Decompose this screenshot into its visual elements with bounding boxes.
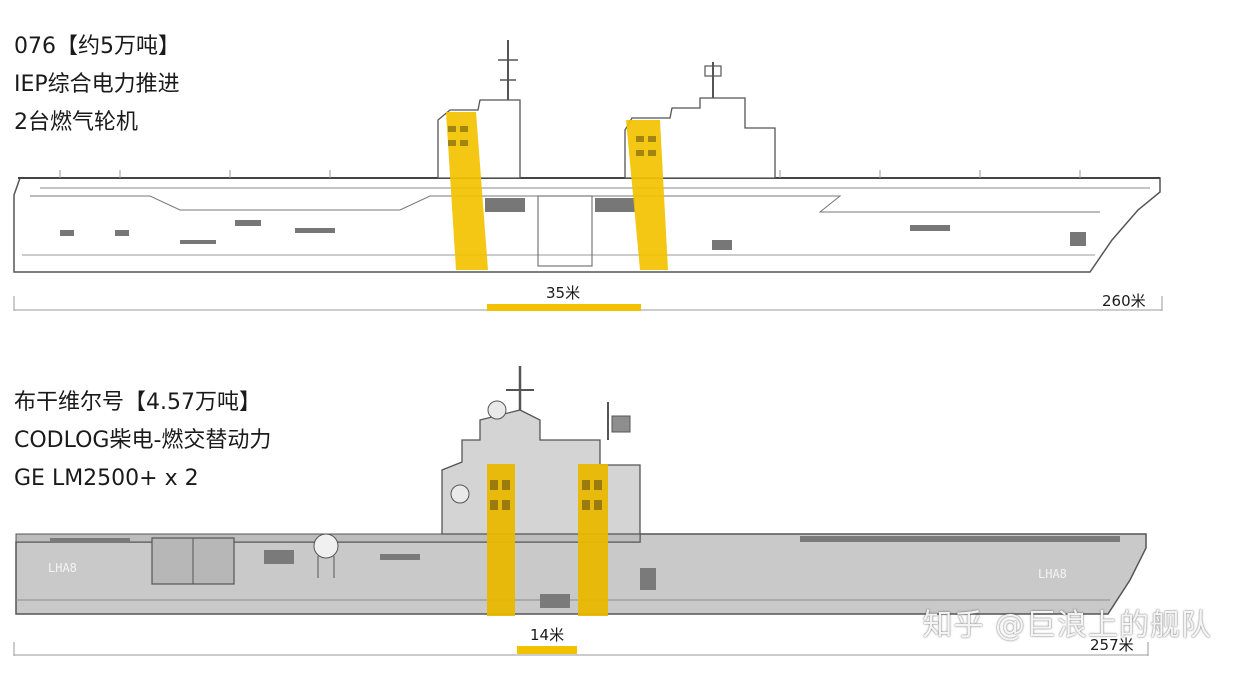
gap-label: 14米 [530,626,565,644]
radome [450,484,470,504]
engine-room-band-rear [626,120,668,270]
length-label: 257米 [1090,636,1134,654]
radome [487,400,507,420]
propulsion-line: IEP综合电力推进 [14,72,180,97]
hull-outline [13,177,1161,273]
gap-label: 35米 [546,284,581,302]
engine-room-band-front [487,464,515,616]
island [441,409,641,535]
source-watermark: 知乎 @巨浪上的舰队 [922,608,1212,643]
ship-caption-bougainville: 布干维尔号【4.57万吨】 CODLOG柴电-燃交替动力 GE LM2500+ … [14,384,271,498]
gap-scale-bar [517,646,577,654]
engine-room-band-front [446,112,488,270]
engine-room-band-rear [578,464,608,616]
engine-line: 2台燃气轮机 [14,110,138,135]
ship-drawing-076 [13,40,1163,311]
radome [313,533,339,559]
gap-scale-bar [487,304,641,311]
ship-name-line: 布干维尔号【4.57万吨】 [14,390,261,415]
hull-number: LHA8 [1038,567,1067,581]
propulsion-line: CODLOG柴电-燃交替动力 [14,428,272,453]
hangar-door [151,537,235,585]
ship-caption-076: 076【约5万吨】 IEP综合电力推进 2台燃气轮机 [14,28,180,142]
length-label: 260米 [1102,292,1146,310]
engine-line: GE LM2500+ x 2 [14,466,199,491]
ship-panel-076: 076【约5万吨】 IEP综合电力推进 2台燃气轮机 [0,0,1246,330]
hull-number: LHA8 [48,561,77,575]
ship-name-line: 076【约5万吨】 [14,34,180,59]
